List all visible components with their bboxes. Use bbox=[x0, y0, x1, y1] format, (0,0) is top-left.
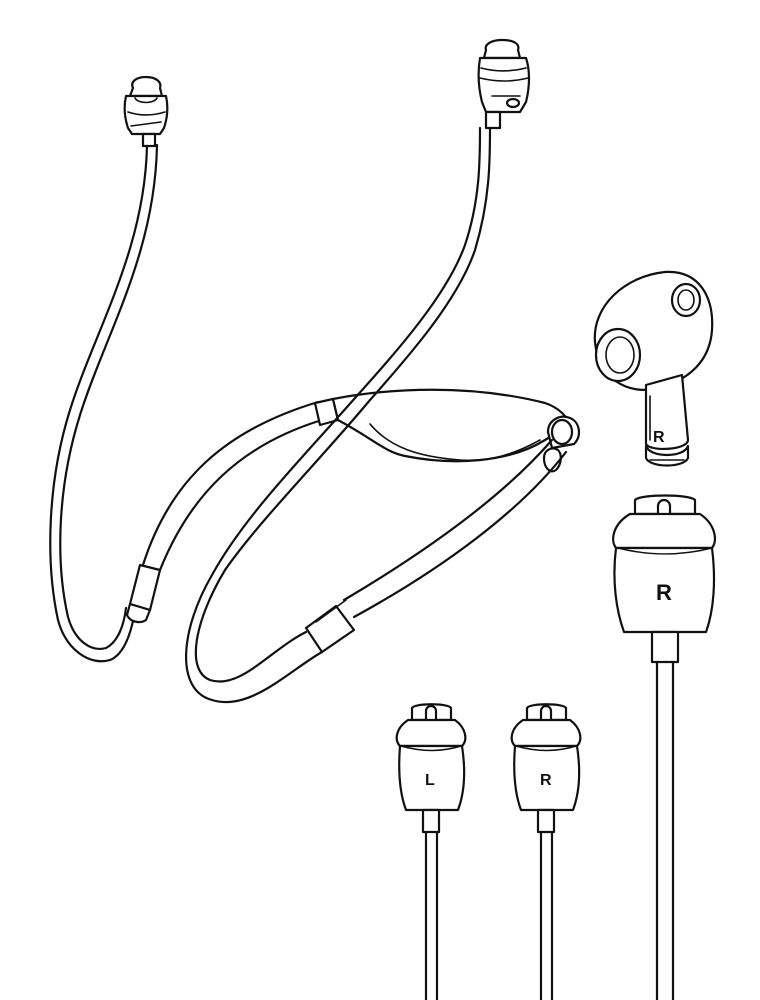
small-left-tip: L bbox=[395, 703, 467, 1000]
left-tip-side-label: L bbox=[425, 772, 435, 789]
airpod-side-label: R bbox=[653, 429, 665, 446]
right-clip-head bbox=[477, 38, 531, 130]
large-tip-side-label: R bbox=[656, 580, 672, 605]
bottom-loop bbox=[185, 396, 372, 704]
right-sleeve bbox=[304, 599, 356, 654]
neckband-strap bbox=[49, 38, 580, 704]
left-clip-head bbox=[123, 75, 169, 148]
left-sleeve bbox=[125, 563, 162, 624]
small-right-tip: R bbox=[510, 703, 582, 1000]
right-arm-tube bbox=[342, 438, 568, 619]
right-tip-side-label: R bbox=[540, 772, 552, 789]
right-end-cap bbox=[542, 415, 580, 473]
left-arm-tube bbox=[141, 400, 324, 572]
right-cable bbox=[353, 126, 492, 402]
large-right-tip: R bbox=[612, 494, 716, 1000]
left-cable bbox=[49, 143, 159, 663]
airpod-earbud: R bbox=[593, 270, 714, 467]
